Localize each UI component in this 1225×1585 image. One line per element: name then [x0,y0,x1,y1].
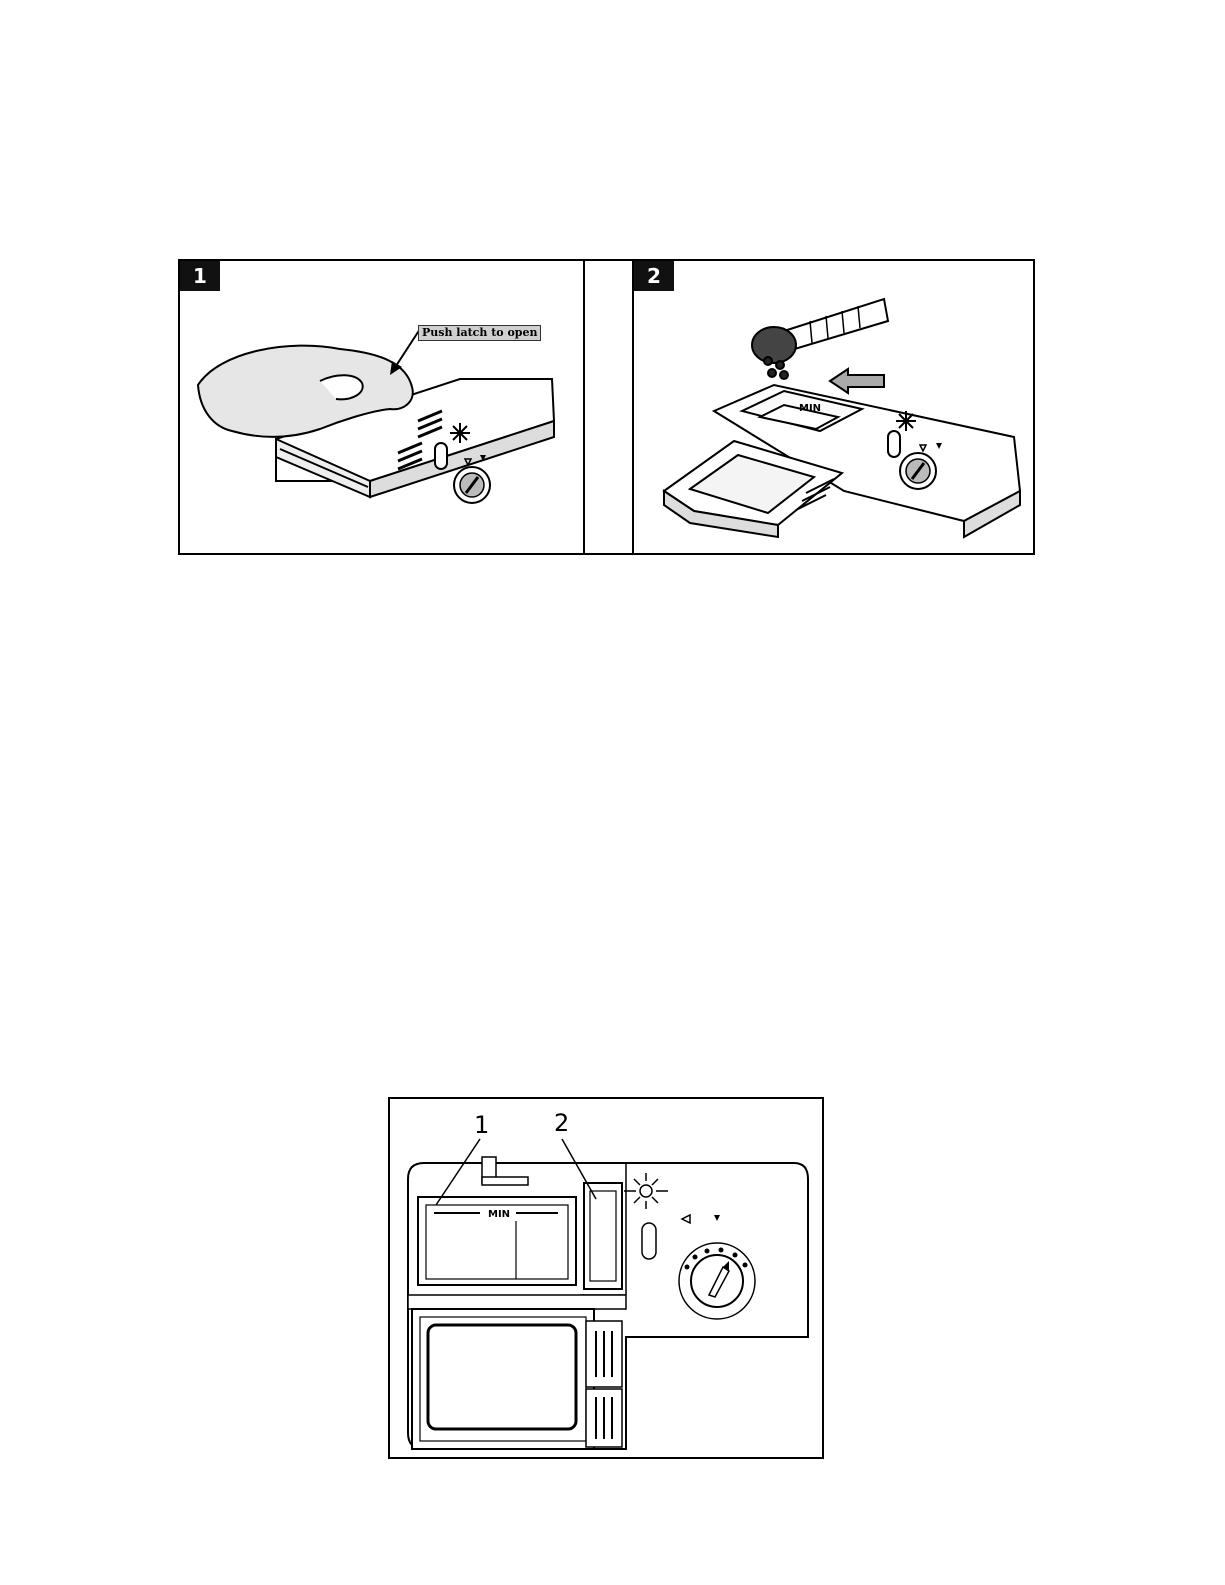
sun-icon [450,423,470,443]
callout-label-2: 2 [554,1111,569,1135]
spoon-icon [752,299,888,379]
sun-icon [896,411,916,431]
panel-step-2: 2 MIN [634,261,1033,553]
figure-dispenser-diagram: MIN [388,1097,824,1459]
push-latch-callout: Push latch to open [418,325,541,341]
min-mark: MIN [488,1209,510,1220]
indicator-window [888,431,900,457]
callout-label-1: 1 [474,1113,489,1137]
min-mark: MIN [799,403,821,414]
dial-icon [454,467,490,503]
dispenser-front-diagram: MIN [390,1099,822,1457]
panel-step-1: 1 [180,261,585,553]
arrow-icon [394,329,420,369]
dispenser-open-illustration: MIN [634,261,1033,553]
level-slot [642,1223,656,1259]
fill-arrow-icon [830,369,884,393]
figure-open-dispenser: 1 [178,259,1035,555]
dispenser-closed-illustration [180,261,583,553]
panel-divider [585,261,634,553]
dial-icon [679,1243,755,1319]
dial-icon [900,453,936,489]
indicator-window [435,443,447,469]
